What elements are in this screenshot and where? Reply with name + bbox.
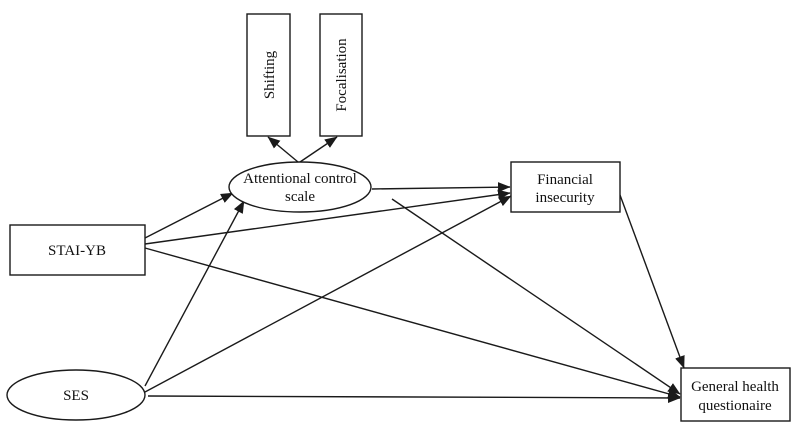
edge-ses-to-financial-insecurity — [144, 195, 512, 393]
shifting-box — [246, 13, 291, 137]
edge-stai-to-financial-insecurity — [144, 189, 511, 245]
attentional-control-ellipse — [228, 161, 372, 213]
edge-stai-to-general-health — [144, 247, 681, 399]
edge-acs-to-focalisation — [299, 136, 338, 163]
node-shifting: Shifting — [246, 13, 291, 137]
edge-ses-to-acs — [144, 200, 245, 387]
attentional-control-label-line-1: Attentional control — [243, 171, 357, 187]
node-attentional-control-scale: Attentional control scale — [228, 161, 372, 213]
focalisation-box — [319, 13, 363, 137]
ses-ellipse — [6, 369, 146, 421]
financial-insecurity-box — [510, 161, 621, 213]
general-health-label-line-2: questionaire — [698, 398, 772, 414]
node-ses: SES — [6, 369, 146, 421]
general-health-label-line-1: General health — [691, 379, 779, 395]
edge-acs-to-shifting — [267, 136, 299, 163]
financial-insecurity-label-line-2: insecurity — [535, 190, 595, 206]
financial-insecurity-label-line-1: Financial — [537, 172, 593, 188]
edge-acs-to-general-health — [391, 198, 681, 395]
node-stai-yb: STAI-YB — [9, 224, 146, 276]
edge-financial-insecurity-to-general-health — [619, 194, 685, 369]
node-focalisation: Focalisation — [319, 13, 363, 137]
edges-layer — [144, 136, 685, 403]
focalisation-label: Focalisation — [334, 38, 350, 112]
stai-yb-box — [9, 224, 146, 276]
node-financial-insecurity: Financial insecurity — [510, 161, 621, 213]
general-health-box — [680, 367, 791, 422]
edge-acs-to-financial-insecurity — [371, 182, 511, 193]
edge-stai-to-acs — [144, 192, 234, 239]
ses-label: SES — [63, 388, 89, 404]
attentional-control-label-line-2: scale — [285, 189, 315, 205]
node-general-health-questionaire: General health questionaire — [680, 367, 791, 422]
edge-ses-to-general-health — [147, 392, 681, 403]
stai-yb-label: STAI-YB — [48, 243, 106, 259]
shifting-label: Shifting — [262, 50, 278, 99]
